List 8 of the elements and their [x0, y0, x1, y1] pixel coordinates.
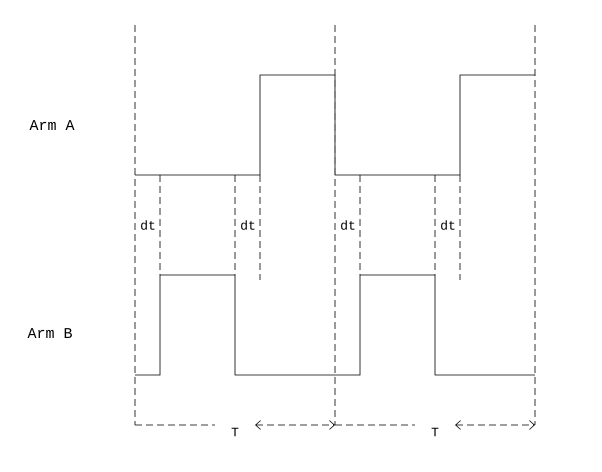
- dead-time-label: dt: [239, 219, 257, 231]
- signal-name: Arm A: [28, 119, 76, 131]
- signal-name: Arm B: [26, 327, 74, 339]
- dead-time-label: dt: [339, 219, 357, 231]
- dead-time-label: dt: [139, 219, 157, 231]
- dead-time-label: dt: [439, 219, 457, 231]
- period-label: T: [230, 426, 240, 438]
- period-label: T: [430, 426, 440, 438]
